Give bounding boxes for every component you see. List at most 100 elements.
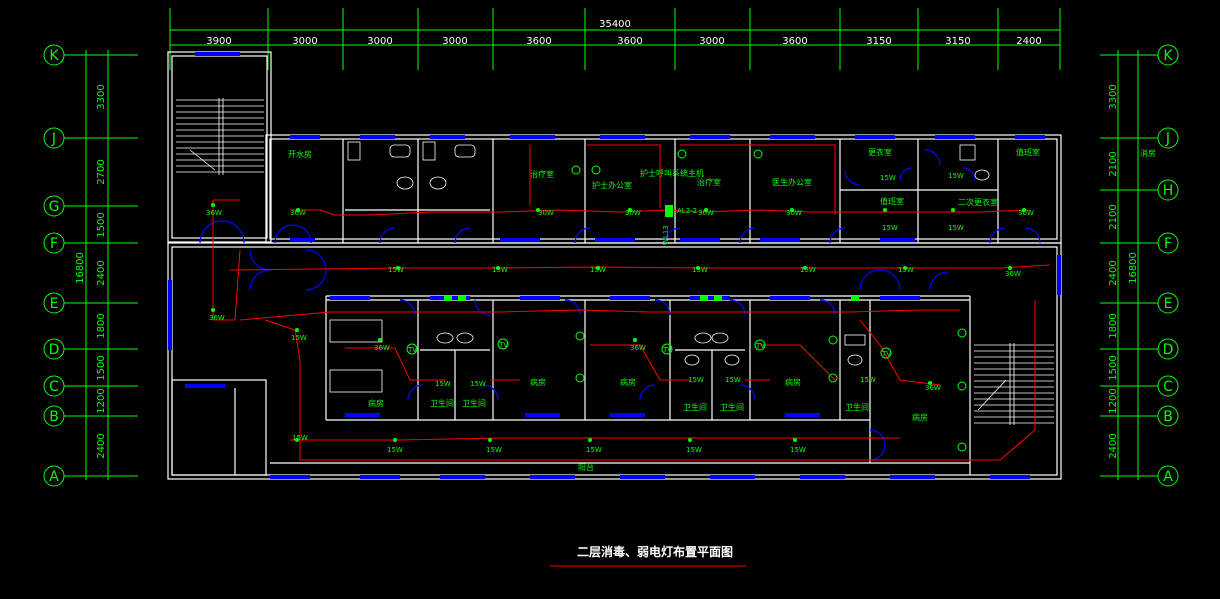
fixture-label: 30W	[625, 209, 641, 217]
fixture-label: 36W	[290, 209, 306, 217]
top-dimension-chain	[169, 8, 1061, 70]
wiring	[212, 144, 1051, 461]
fixture-label: 36W	[209, 314, 225, 322]
axis-label: F	[50, 236, 58, 252]
axis-label: K	[49, 48, 59, 64]
fixture-label: 15W	[470, 380, 486, 388]
side-dim: 1500	[96, 212, 107, 237]
dim-seg: 3000	[442, 36, 467, 47]
axis-label: E	[1164, 296, 1173, 312]
axis-label: J	[51, 131, 56, 147]
side-dim: 1800	[96, 313, 107, 338]
axis-label: D	[1163, 342, 1174, 358]
axis-label: B	[49, 409, 59, 425]
dim-seg: 3600	[782, 36, 807, 47]
panel-label: AL2-2	[677, 207, 697, 215]
dim-seg: 2400	[1016, 36, 1041, 47]
tv-label: TV	[755, 342, 765, 350]
fixture-label: 36W	[374, 344, 390, 352]
room-label: 卫生间	[462, 398, 486, 408]
axis-label: A	[1163, 469, 1173, 485]
room-labels: 治疗室 护士办公室 护士呼叫系统主机 治疗室 医生办公室 更衣室 值班室 二次更…	[288, 147, 1040, 472]
fixture-label: 36W	[630, 344, 646, 352]
side-dim-total: 16800	[1128, 252, 1139, 284]
side-note: 消房	[1140, 148, 1156, 158]
fixture-label: 36W	[925, 384, 941, 392]
room-label: 治疗室	[530, 169, 554, 179]
fixture-label: 30W	[698, 209, 714, 217]
left-side-dimensions: 16800 3300 2700 1500 2400 1800 1500 1200…	[75, 84, 107, 458]
dim-seg: 3000	[699, 36, 724, 47]
side-dim: 1500	[96, 355, 107, 380]
side-dim: 2400	[96, 260, 107, 285]
outlet-marks	[406, 149, 967, 452]
room-label: 开水房	[288, 149, 312, 159]
fixture-label: 15W	[387, 446, 403, 454]
right-axis-labels: K J H F E D C B A	[1163, 48, 1174, 485]
windows	[168, 52, 1061, 479]
fixture-label: 15W	[590, 266, 606, 274]
axis-label: B	[1163, 409, 1173, 425]
side-dim: 2400	[96, 433, 107, 458]
side-dim-total: 16800	[75, 252, 86, 284]
fixture-label: 30W	[538, 209, 554, 217]
room-label: 二次更衣室	[958, 197, 998, 207]
side-dim: 1200	[96, 388, 107, 413]
total-dimension: 35400	[599, 19, 631, 30]
room-label: 值班室	[880, 196, 904, 206]
side-dim: 2100	[1108, 204, 1119, 229]
fixture-label: 15W	[948, 172, 964, 180]
side-dim: 2400	[1108, 260, 1119, 285]
fixture-label: 15W	[948, 224, 964, 232]
side-dim: 1800	[1108, 313, 1119, 338]
axis-label: D	[49, 342, 60, 358]
room-label: 病房	[620, 377, 636, 387]
fixture-label: 30W	[786, 209, 802, 217]
right-side-dimensions: 16800 3300 2100 2100 2400 1800 1500 1200…	[1108, 84, 1156, 458]
dim-seg: 3600	[526, 36, 551, 47]
fixture-label: 15W	[800, 266, 816, 274]
side-dim: 2100	[1108, 151, 1119, 176]
room-label: 值班室	[1016, 147, 1040, 157]
side-dim: 3300	[1108, 84, 1119, 109]
axis-label: J	[1165, 131, 1170, 147]
fixture-label: 36W	[206, 209, 222, 217]
fixture-label: 15W	[492, 266, 508, 274]
tv-label: TV	[498, 341, 508, 349]
left-axis	[43, 44, 138, 487]
left-axis-labels: K J G F E D C B A	[49, 48, 60, 485]
tv-label: TV	[662, 346, 672, 354]
dim-seg: 3150	[945, 36, 970, 47]
side-dim: 2700	[96, 159, 107, 184]
room-label: 卫生间	[683, 402, 707, 412]
axis-label: F	[1164, 236, 1172, 252]
drawing-title: 二层消毒、弱电灯布置平面图	[576, 545, 733, 559]
fixture-label: 15W	[292, 434, 308, 442]
room-label: 卫生间	[430, 398, 454, 408]
riser-label: WL13	[662, 225, 670, 245]
tv-label: TV	[881, 350, 891, 358]
room-label: 治疗室	[697, 177, 721, 187]
fixture-label: 15W	[880, 174, 896, 182]
side-dim: 1200	[1108, 388, 1119, 413]
room-label: 护士呼叫系统主机	[640, 168, 704, 178]
axis-label: G	[49, 199, 60, 215]
side-dim: 2400	[1108, 433, 1119, 458]
side-dim: 3300	[96, 84, 107, 109]
dim-seg: 3900	[206, 36, 231, 47]
room-label: 病房	[785, 377, 801, 387]
fixture-label: 15W	[898, 266, 914, 274]
dim-seg: 3150	[866, 36, 891, 47]
dim-seg: 3000	[367, 36, 392, 47]
light-fixtures	[211, 203, 1026, 442]
stair-left	[176, 98, 264, 175]
stair-right	[974, 343, 1054, 425]
axis-label: K	[1163, 48, 1173, 64]
fixture-label: 15W	[860, 376, 876, 384]
side-dim: 1500	[1108, 355, 1119, 380]
fixture-label: 15W	[688, 376, 704, 384]
dim-seg: 3000	[292, 36, 317, 47]
doors	[199, 149, 1041, 461]
fixture-label: 15W	[790, 446, 806, 454]
